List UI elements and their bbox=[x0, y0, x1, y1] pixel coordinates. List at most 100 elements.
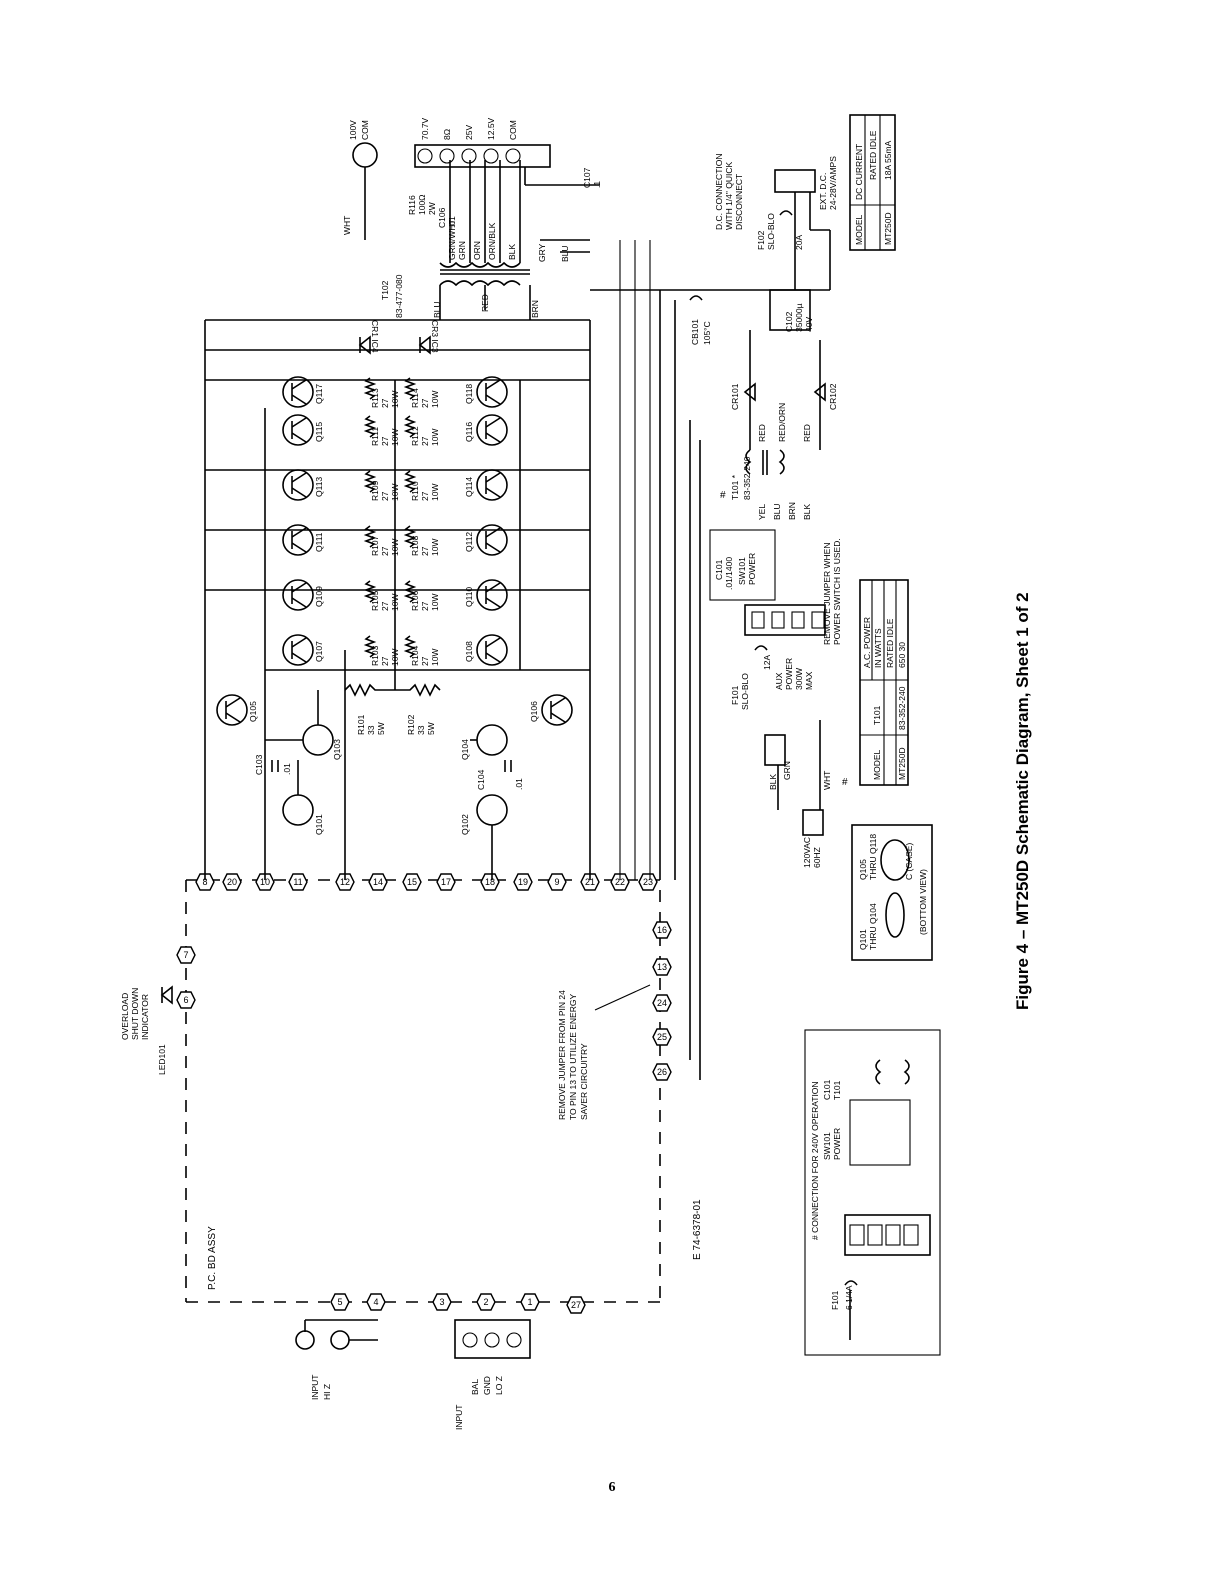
input-bal-terminal: INPUT BAL GND LO Z bbox=[454, 1319, 531, 1431]
pin-1-label: 1 bbox=[527, 1297, 532, 1307]
jumper-remove-1: REMOVE JUMPER WHEN bbox=[822, 543, 832, 645]
ac-table-idle: 30 bbox=[897, 642, 907, 652]
terminal-screw-3 bbox=[439, 148, 455, 164]
resistor-r113-ref: R113 bbox=[370, 388, 380, 408]
t101-ref: T101 * bbox=[730, 474, 740, 500]
pin-22: 22 bbox=[610, 873, 630, 891]
drawing-number: E 74-6378-01 bbox=[692, 1199, 703, 1260]
aux-line3: 300W bbox=[794, 668, 804, 690]
c106-ref: C106 bbox=[437, 207, 447, 228]
c102-watt: 40V bbox=[804, 317, 814, 332]
output-transformer-t102: T102 83-477-080 BLU RED BRN GRN/WHT GRN … bbox=[380, 160, 590, 320]
pin-11: 11 bbox=[288, 873, 308, 891]
pin-8: 8 bbox=[195, 873, 215, 891]
resistor-r112-watt: 10W bbox=[430, 429, 440, 446]
transistor-q106: Q106 bbox=[529, 694, 573, 726]
ac-table-h-idle: IDLE bbox=[885, 618, 895, 637]
pin-7: 7 bbox=[176, 946, 196, 964]
wire-orn: ORN bbox=[472, 241, 482, 260]
resistor-r103-ref: R103 bbox=[370, 645, 380, 666]
pc-board-label: P.C. BD ASSY bbox=[207, 1226, 218, 1290]
svg-text:BLU: BLU bbox=[560, 245, 570, 262]
pin-16: 16 bbox=[652, 921, 672, 939]
pin-23-label: 23 bbox=[643, 877, 653, 887]
r102-value: 33 bbox=[416, 725, 426, 735]
pin-18-label: 18 bbox=[485, 877, 495, 887]
wire-blu-3: BLU bbox=[772, 503, 782, 520]
svg-text:.01/1400: .01/1400 bbox=[724, 557, 734, 590]
ac-table-title1: A.C. POWER bbox=[862, 617, 872, 668]
svg-text:EXT. D.C.: EXT. D.C. bbox=[818, 173, 828, 210]
resistor-r109-value: 27 bbox=[380, 491, 390, 501]
svg-text:SHUT DOWN: SHUT DOWN bbox=[130, 988, 140, 1040]
pin-14: 14 bbox=[368, 873, 388, 891]
svg-text:RED: RED bbox=[480, 294, 490, 312]
svg-text:RED: RED bbox=[757, 424, 767, 442]
svg-text:SLO-BLO: SLO-BLO bbox=[766, 213, 776, 250]
c240-t101: T101 bbox=[832, 1080, 842, 1100]
svg-text:POWER SWITCH IS USED.: POWER SWITCH IS USED. bbox=[832, 538, 842, 645]
resistor-r107-value: 27 bbox=[380, 546, 390, 556]
pin-26-label: 26 bbox=[657, 1067, 667, 1077]
pin-4-label: 4 bbox=[373, 1297, 378, 1307]
r101-value: 33 bbox=[366, 725, 376, 735]
svg-text:C103: C103 bbox=[254, 754, 264, 775]
sw101-label: POWER bbox=[747, 553, 757, 585]
svg-text:24-28V/AMPS: 24-28V/AMPS bbox=[828, 156, 838, 210]
led-line2: SHUT DOWN bbox=[130, 988, 140, 1040]
c101-ref: C101 bbox=[714, 559, 724, 580]
resistor-r112-value: 27 bbox=[420, 436, 430, 446]
svg-text:BLK: BLK bbox=[802, 504, 812, 520]
svg-text:RATED IDLE: RATED IDLE bbox=[885, 618, 895, 668]
svg-text:R102: R102 bbox=[406, 714, 416, 735]
transistor-q110: Q110 bbox=[464, 579, 508, 611]
pin-27: 27 bbox=[566, 1296, 586, 1314]
svg-text:R116: R116 bbox=[407, 195, 417, 215]
c240-title: CONNECTION FOR 240V OPERATION bbox=[810, 1081, 820, 1232]
svg-text:CR101: CR101 bbox=[730, 383, 740, 410]
c240-sw101: SW101 bbox=[822, 1132, 832, 1160]
svg-text:C107: C107 bbox=[582, 167, 592, 188]
svg-text:SAVER CIRCUITRY: SAVER CIRCUITRY bbox=[579, 1043, 589, 1120]
wire-grn-2: GRN bbox=[782, 761, 792, 780]
svg-text:REMOVE JUMPER WHEN: REMOVE JUMPER WHEN bbox=[822, 543, 832, 645]
svg-text:CB101: CB101 bbox=[690, 319, 700, 345]
r101-watt: 5W bbox=[376, 722, 386, 735]
svg-text:YEL: YEL bbox=[757, 504, 767, 520]
svg-text:SW101: SW101 bbox=[822, 1132, 832, 1160]
ac-table-h-t101: T101 bbox=[872, 705, 882, 725]
svg-text:C106: C106 bbox=[437, 207, 447, 228]
pin-3-label: 3 bbox=[439, 1297, 444, 1307]
resistor-r108-ref: R108 bbox=[410, 535, 420, 556]
wire-red-orn: RED/ORN bbox=[777, 403, 787, 442]
svg-text:GRN/WHT: GRN/WHT bbox=[447, 219, 457, 260]
figure-caption: Figure 4 – MT250D Schematic Diagram, She… bbox=[1013, 592, 1032, 1010]
r101-r102: R101 33 5W R102 33 5W bbox=[344, 683, 441, 735]
transistor-q114-label: Q114 bbox=[464, 477, 474, 497]
terminal-label-3: 8Ω bbox=[442, 129, 452, 140]
transistor-q117: Q117 bbox=[282, 376, 324, 408]
svg-text:35000µ: 35000µ bbox=[794, 303, 804, 332]
transistor-q106-label: Q106 bbox=[529, 701, 539, 722]
svg-text:INPUT: INPUT bbox=[454, 1405, 464, 1431]
pin-8-label: 8 bbox=[202, 877, 207, 887]
svg-text:GND: GND bbox=[482, 1376, 492, 1395]
terminal-label-4: 25V bbox=[464, 125, 474, 140]
led-indicator: OVERLOAD SHUT DOWN INDICATOR LED101 bbox=[120, 985, 173, 1075]
svg-text:AUX: AUX bbox=[774, 672, 784, 690]
jumper-note-1: REMOVE JUMPER FROM PIN 24 bbox=[557, 990, 567, 1120]
transistor-q107-label: Q107 bbox=[314, 641, 324, 662]
transistor-q111-label: Q111 bbox=[314, 532, 324, 552]
svg-text:RED/ORN: RED/ORN bbox=[777, 403, 787, 442]
svg-text:C (CASE): C (CASE) bbox=[904, 843, 914, 880]
wire-brn-2: BRN bbox=[787, 502, 797, 520]
resistor-r105-watt: 10W bbox=[390, 594, 400, 611]
pin-9: 9 bbox=[547, 873, 567, 891]
